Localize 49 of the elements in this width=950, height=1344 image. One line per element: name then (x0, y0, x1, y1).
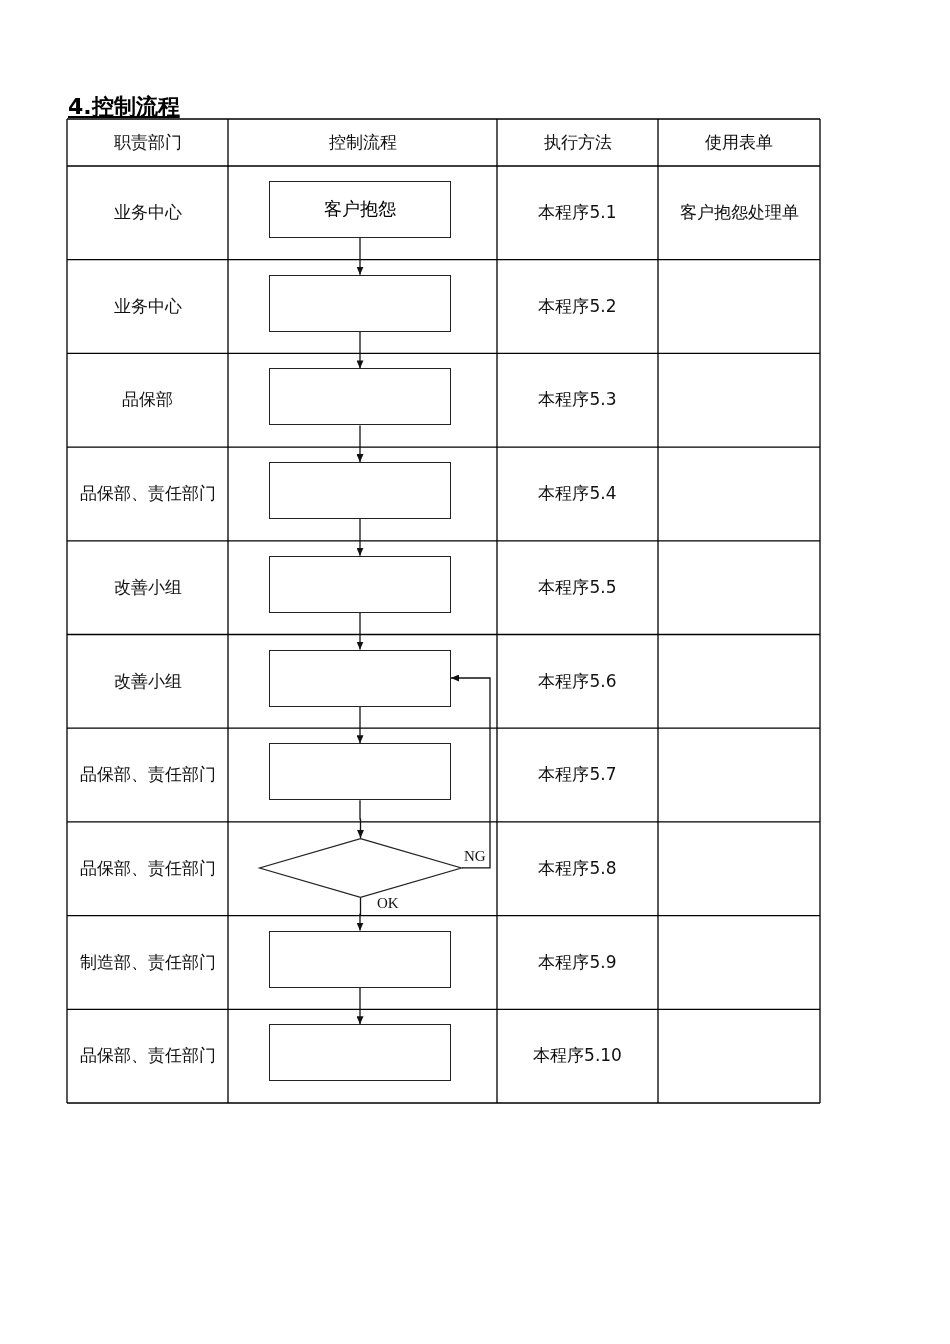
arrow (356, 897, 364, 932)
department-name: 品保部、责任部门 (79, 1046, 216, 1066)
step-label: 客户抱怨 (324, 199, 396, 220)
column-header: 使用表单 (705, 132, 773, 153)
procedure-reference: 本程序5.8 (538, 858, 617, 879)
arrow (450, 674, 491, 869)
section-heading: 4.控制流程 (68, 95, 180, 119)
process-box (269, 649, 451, 707)
department-name: 品保部、责任部门 (79, 858, 216, 879)
arrow (357, 799, 364, 839)
process-box (269, 181, 451, 238)
process-box (269, 930, 451, 988)
department-name: 品保部 (122, 390, 173, 410)
department-name: 品保部、责任部门 (79, 765, 216, 785)
process-box (269, 1024, 451, 1082)
department-name: 品保部、责任部门 (79, 484, 216, 504)
procedure-reference: 本程序5.5 (538, 577, 617, 598)
department-name: 制造部、责任部门 (79, 952, 216, 973)
procedure-reference: 本程序5.3 (538, 390, 617, 410)
department-name: 改善小组 (113, 671, 182, 692)
process-box (269, 368, 451, 426)
arrow (356, 612, 364, 651)
form-name: 客户抱怨处理单 (679, 203, 799, 223)
column-header: 控制流程 (328, 132, 397, 153)
procedure-reference: 本程序5.2 (538, 296, 617, 317)
edge-label: NG (464, 849, 486, 864)
process-box (269, 743, 451, 801)
arrow (356, 986, 364, 1025)
arrow (356, 424, 364, 463)
procedure-reference: 本程序5.4 (538, 484, 617, 504)
procedure-reference: 本程序5.9 (538, 952, 617, 973)
procedure-reference: 本程序5.7 (538, 765, 617, 785)
arrow (356, 518, 364, 557)
process-box (269, 274, 451, 332)
procedure-reference: 本程序5.1 (538, 203, 617, 223)
process-box (269, 555, 451, 613)
process-box (269, 462, 451, 520)
department-name: 业务中心 (113, 203, 182, 223)
arrow (356, 705, 364, 744)
arrow (356, 237, 364, 276)
column-header: 执行方法 (543, 132, 612, 153)
edge-label: OK (377, 896, 399, 911)
department-name: 改善小组 (113, 577, 182, 598)
column-header: 职责部门 (113, 132, 182, 153)
department-name: 业务中心 (113, 296, 182, 317)
arrow (356, 331, 364, 370)
procedure-reference: 本程序5.6 (538, 671, 617, 692)
decision-diamond (259, 837, 462, 898)
procedure-reference: 本程序5.10 (533, 1046, 622, 1066)
